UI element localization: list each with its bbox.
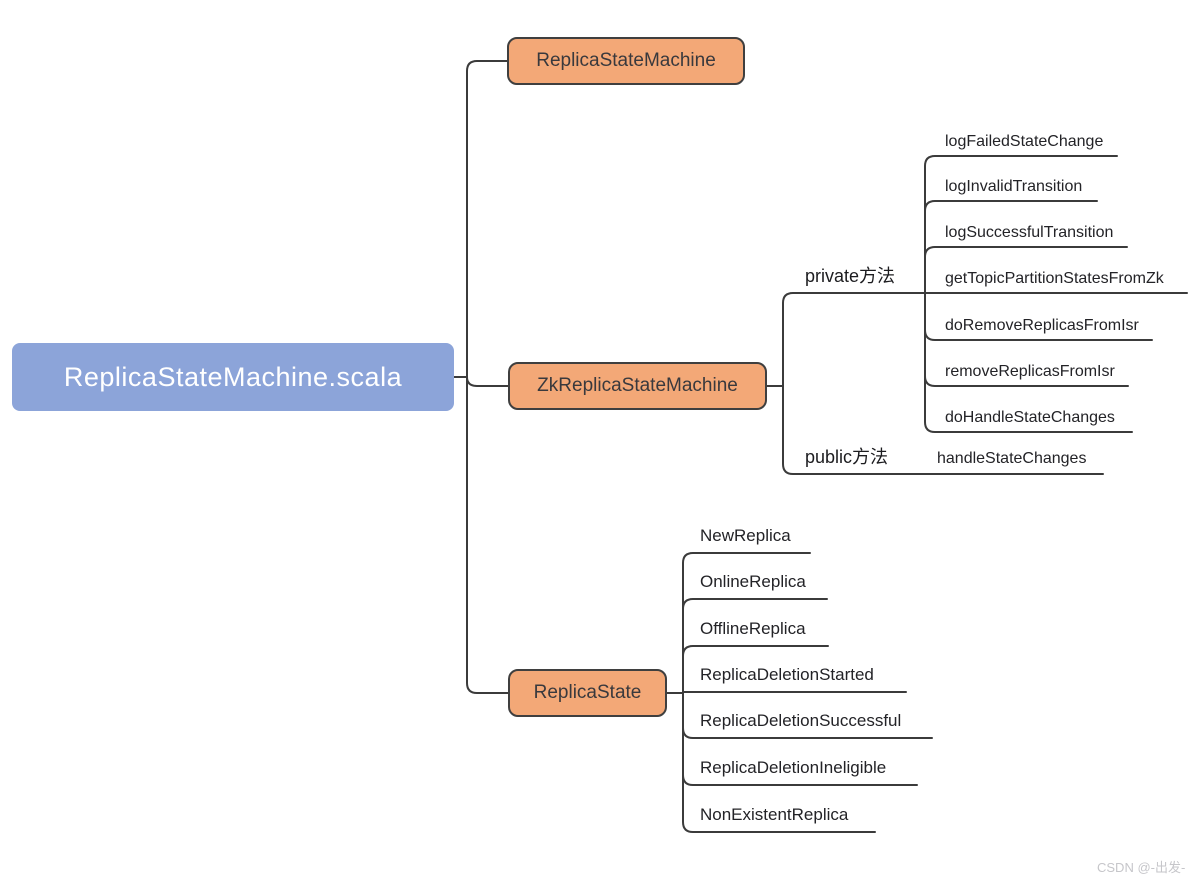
- edge-to-zkreplicastatemachine: [466, 376, 509, 387]
- state-onlinereplica[interactable]: OnlineReplica: [700, 572, 806, 591]
- state-newreplica[interactable]: NewReplica: [700, 526, 791, 545]
- method-gettopicpartitionstatesfromzk[interactable]: getTopicPartitionStatesFromZk: [945, 270, 1164, 287]
- edge-method-3: [924, 246, 1128, 294]
- edge-private-branch: [782, 292, 926, 387]
- method-removereplicasfromisr[interactable]: removeReplicasFromIsr: [945, 363, 1115, 380]
- topic-replicastate[interactable]: ReplicaState: [508, 669, 667, 717]
- edge-state-3: [682, 645, 829, 694]
- edge-method-2: [924, 200, 1098, 294]
- state-nonexistentreplica[interactable]: NonExistentReplica: [700, 805, 849, 824]
- edge-state-7: [682, 692, 876, 833]
- method-handlestatechanges[interactable]: handleStateChanges: [937, 450, 1087, 467]
- method-logsuccessfultransition[interactable]: logSuccessfulTransition: [945, 224, 1114, 241]
- state-replicadeletionstarted[interactable]: ReplicaDeletionStarted: [700, 665, 874, 684]
- method-logfailedstatechange[interactable]: logFailedStateChange: [945, 133, 1104, 150]
- edge-to-replicastate: [466, 376, 509, 694]
- state-replicadeletionsuccessful[interactable]: ReplicaDeletionSuccessful: [700, 711, 902, 730]
- topic-replicastatemachine[interactable]: ReplicaStateMachine: [507, 37, 745, 85]
- state-offlinereplica[interactable]: OfflineReplica: [700, 619, 806, 638]
- csdn-watermark: CSDN @-出发-: [1097, 860, 1186, 875]
- edge-method-7: [924, 292, 1133, 433]
- edge-state-1: [682, 552, 811, 694]
- topic-zkreplicastatemachine[interactable]: ZkReplicaStateMachine: [508, 362, 767, 410]
- label-private-methods[interactable]: private方法: [805, 266, 896, 286]
- edge-public-branch: [782, 385, 1104, 475]
- label-public-methods[interactable]: public方法: [805, 447, 889, 467]
- method-dohandlestatechanges[interactable]: doHandleStateChanges: [945, 409, 1115, 426]
- method-doremovereplicasfromisr[interactable]: doRemoveReplicasFromIsr: [945, 317, 1139, 334]
- root-topic-replicastatemachine-scala[interactable]: ReplicaStateMachine.scala: [12, 343, 454, 411]
- edge-state-2: [682, 598, 828, 694]
- state-replicadeletionineligible[interactable]: ReplicaDeletionIneligible: [700, 758, 887, 777]
- edge-to-replicastatemachine: [466, 60, 508, 378]
- method-loginvalidtransition[interactable]: logInvalidTransition: [945, 178, 1083, 195]
- edge-method-1: [924, 155, 1118, 294]
